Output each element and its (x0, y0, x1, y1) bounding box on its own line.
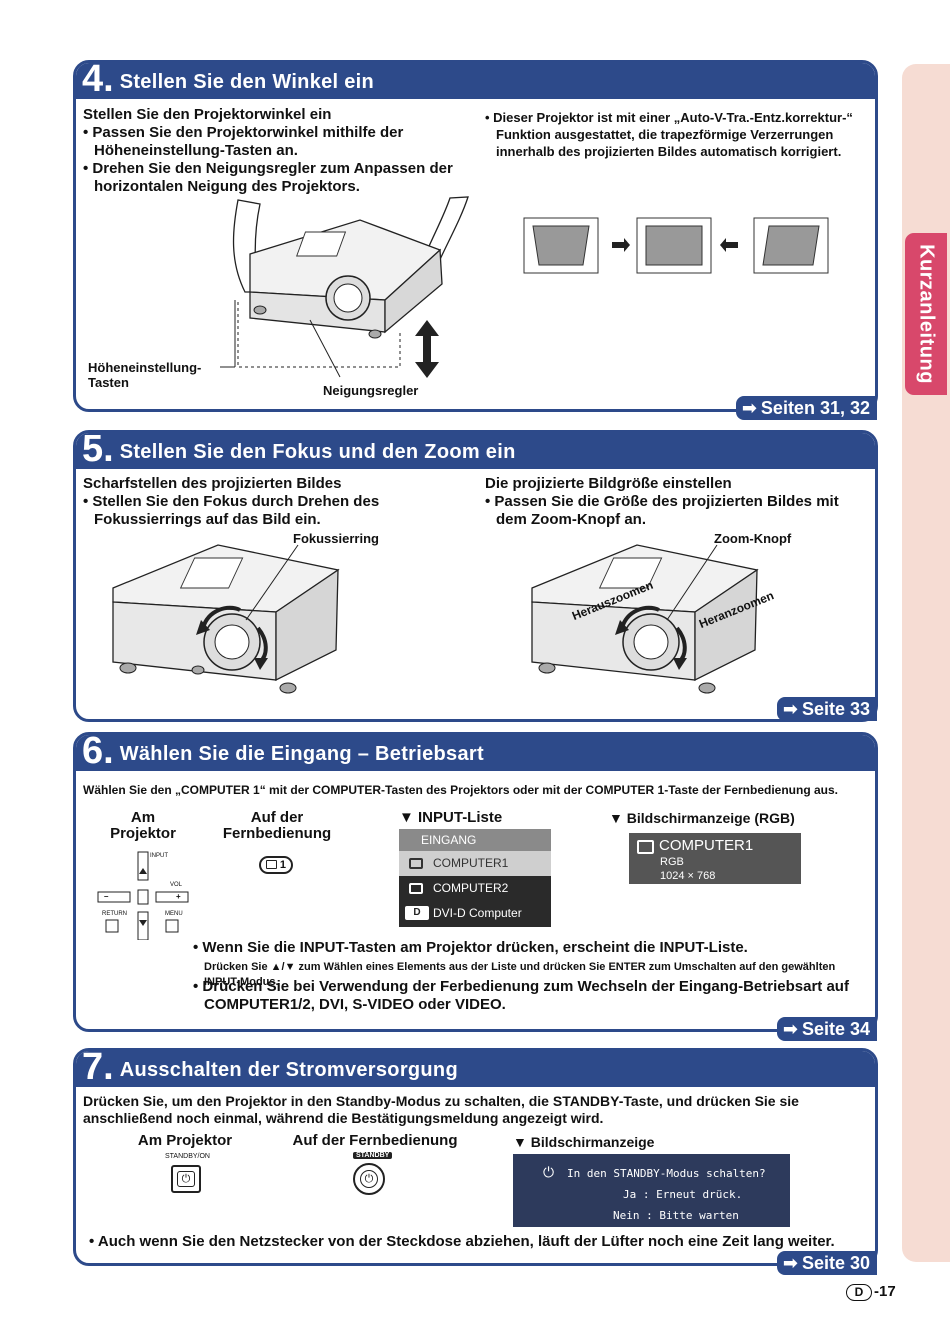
input-list-item[interactable]: COMPUTER2 (399, 876, 551, 901)
section-header: 6. Wählen Sie die Eingang – Betriebsart (76, 735, 875, 771)
section-number: 5. (82, 430, 114, 470)
chapter-tab-label: Kurzanleitung (915, 244, 938, 384)
label-focus-ring: Fokussierring (293, 531, 379, 546)
s6-intro: Wählen Sie den „COMPUTER 1“ mit der COMP… (83, 783, 839, 797)
monitor-icon (266, 860, 277, 869)
arrow-right-icon: ➡ (782, 1253, 798, 1273)
arrow-right-icon: ➡ (782, 699, 798, 719)
section-angle: 4. Stellen Sie den Winkel ein (73, 60, 878, 412)
s5-text-right: Die projizierte Bildgröße einstellen • P… (485, 475, 839, 528)
label-height-buttons: Höheneinstellung-Tasten (88, 360, 202, 390)
label-zoom-knob: Zoom-Knopf (714, 531, 792, 546)
power-icon: ⏻ (177, 1171, 195, 1187)
section-number: 6. (82, 732, 114, 772)
remote-standby-button[interactable]: ⏻ (353, 1163, 385, 1195)
s6-bullet-1: • Wenn Sie die INPUT-Tasten am Projektor… (193, 939, 748, 956)
osd-standby: ⏻ In den STANDBY-Modus schalten? Ja : Er… (513, 1154, 790, 1227)
section-title: Stellen Sie den Winkel ein (119, 71, 375, 93)
language-badge: D (846, 1283, 872, 1301)
osd-rgb-title: ▼ Bildschirmanzeige (RGB) (609, 810, 795, 826)
osd-resolution: 1024 × 768 (660, 870, 716, 882)
key-vol-label: VOL (170, 882, 183, 888)
label-on-projector: Am Projektor (110, 809, 176, 842)
input-list-header: EINGANG (399, 829, 551, 851)
input-list-item[interactable]: COMPUTER1 (399, 851, 551, 876)
s7-intro: Drücken Sie, um den Projektor in den Sta… (83, 1093, 799, 1126)
key-menu-label: MENU (165, 911, 183, 917)
key-plus-label: + (176, 892, 181, 901)
page-number: D-17 (846, 1283, 896, 1301)
ref-page-33[interactable]: ➡Seite 33 (776, 697, 877, 721)
tilt-arrow-icon (415, 320, 439, 378)
monitor-icon (409, 883, 423, 894)
section-number: 7. (82, 1048, 114, 1088)
projector-keypad (97, 851, 189, 940)
projector-standby-button[interactable]: ⏻ (171, 1165, 201, 1193)
osd-rgb: COMPUTER1 RGB 1024 × 768 (629, 833, 801, 884)
section-header: 5. Stellen Sie den Fokus und den Zoom ei… (76, 433, 875, 469)
arrow-right-icon: ➡ (782, 1019, 798, 1039)
dvi-icon: D (405, 906, 429, 920)
key-return-label: RETURN (102, 911, 127, 917)
s4-bullet-2: • Drehen Sie den Neigungsregler zum Anpa… (83, 160, 453, 195)
input-list-title: ▼ INPUT-Liste (399, 809, 503, 826)
key-standby-label: STANDBY (353, 1152, 393, 1159)
section-title: Stellen Sie den Fokus und den Zoom ein (119, 441, 516, 463)
power-icon: ⏻ (360, 1170, 378, 1188)
ref-pages-31-32[interactable]: ➡Seiten 31, 32 (735, 396, 877, 420)
monitor-icon (409, 858, 423, 869)
label-on-remote: Auf der Fernbedienung (222, 809, 332, 842)
label-on-projector: Am Projektor (137, 1132, 233, 1149)
osd-source: COMPUTER1 (637, 837, 793, 854)
s7-note: • Auch wenn Sie den Netzstecker von der … (89, 1233, 835, 1250)
label-tilt-knob: Neigungsregler (323, 383, 419, 398)
section-header: 7. Ausschalten der Stromversorgung (76, 1051, 875, 1087)
chapter-tab[interactable]: Kurzanleitung (902, 230, 950, 398)
s4-note: • Dieser Projektor ist mit einer „Auto-V… (485, 110, 853, 159)
projector-zoom-illustration (531, 544, 759, 694)
osd-standby-line1: In den STANDBY-Modus schalten? (567, 1167, 766, 1180)
osd-standby-title: ▼ Bildschirmanzeige (513, 1134, 655, 1150)
s4-text-left: Stellen Sie den Projektorwinkel ein • Pa… (83, 106, 463, 196)
s4-bullet-1: • Passen Sie den Projektorwinkel mithilf… (83, 124, 404, 159)
page-number-value: -17 (874, 1283, 896, 1300)
ref-page-30[interactable]: ➡Seite 30 (776, 1251, 877, 1275)
projector-focus-illustration (112, 544, 340, 694)
label-on-remote: Auf der Fernbedienung (292, 1132, 458, 1149)
remote-computer1-button[interactable]: 1 (259, 856, 293, 874)
power-icon: ⏻ (543, 1165, 555, 1181)
osd-standby-line3: Nein : Bitte warten (613, 1209, 739, 1222)
s5-text-left: Scharfstellen des projizierten Bildes • … (83, 475, 380, 528)
ref-page-34[interactable]: ➡Seite 34 (776, 1017, 877, 1041)
s4-heading: Stellen Sie den Projektorwinkel ein (83, 106, 332, 123)
s6-bullet-2: • Drücken Sie bei Verwendung der Ferbedi… (193, 978, 849, 1013)
key-input-label: INPUT (150, 853, 168, 859)
key-standby-on-label: STANDBY/ON (165, 1153, 210, 1160)
key-minus-label: – (104, 892, 109, 901)
keystone-diagram (523, 217, 829, 274)
projector-angle-illustration (220, 196, 469, 378)
arrow-right-icon: ➡ (741, 398, 757, 418)
section-number: 4. (82, 60, 114, 100)
section-title: Wählen Sie die Eingang – Betriebsart (119, 743, 484, 765)
section-title: Ausschalten der Stromversorgung (119, 1059, 458, 1081)
s6-sub-note: Drücken Sie ▲/▼ zum Wählen eines Element… (204, 961, 836, 988)
osd-standby-line2: Ja : Erneut drück. (623, 1188, 743, 1201)
section-header: 4. Stellen Sie den Winkel ein (76, 63, 875, 99)
osd-signal: RGB (660, 856, 684, 868)
